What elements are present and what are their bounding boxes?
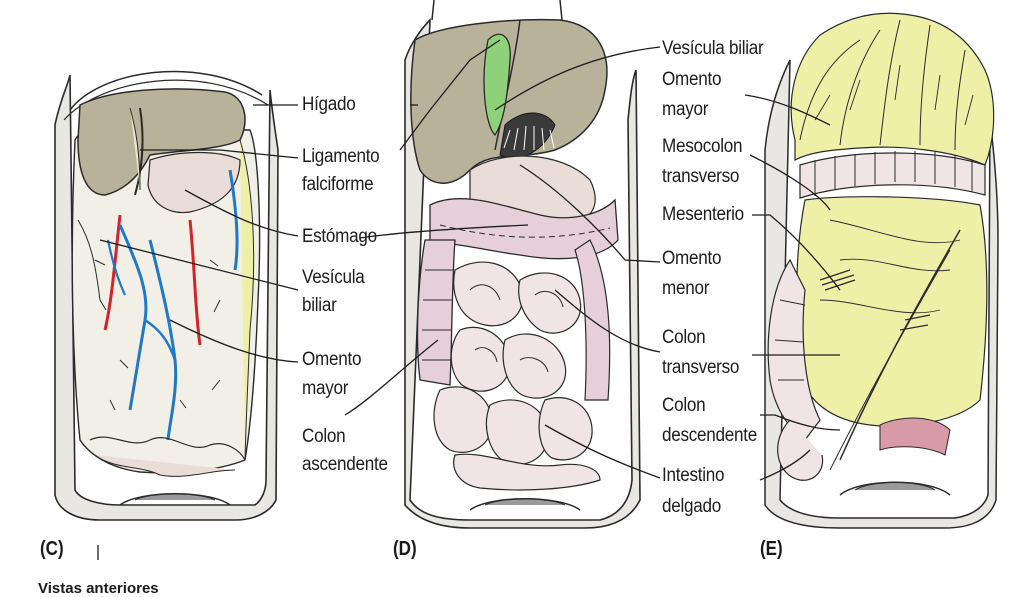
label-biliar: biliar [302, 295, 337, 316]
label-descendente: descendente [662, 425, 757, 446]
panel-d-drawing [404, 0, 641, 529]
label-colon-descendente: Colon [662, 395, 706, 416]
label-omento-c: Omento [302, 349, 362, 370]
label-mayor-e: mayor [662, 99, 709, 120]
label-menor: menor [662, 278, 710, 299]
panel-e-drawing [764, 12, 999, 529]
label-estomago: Estómago [302, 226, 377, 247]
panel-letter-e: (E) [760, 538, 783, 560]
label-mesenterio: Mesenterio [662, 204, 744, 225]
label-colon-c: Colon [302, 426, 346, 447]
label-delgado: delgado [662, 496, 721, 517]
panel-c-drawing [54, 70, 279, 521]
label-transverso-meso: transverso [662, 166, 740, 187]
label-transverso: transverso [662, 357, 740, 378]
panel-c-leader-lines [97, 104, 299, 560]
label-colon-transverso: Colon [662, 327, 706, 348]
panel-d-leader-lines [344, 39, 661, 479]
panel-letter-c: (C) [40, 538, 64, 560]
label-mesocolon: Mesocolon [662, 136, 743, 157]
label-higado: Hígado [302, 94, 356, 115]
label-ascendente: ascendente [302, 454, 388, 475]
label-vesicula: Vesícula [302, 267, 365, 288]
label-mayor-c: mayor [302, 378, 349, 399]
label-vesicula-biliar: Vesícula biliar [662, 38, 764, 59]
label-omento-e: Omento [662, 69, 722, 90]
label-intestino: Intestino [662, 465, 725, 486]
panel-e-leader-lines [744, 94, 841, 481]
label-omento-menor: Omento [662, 248, 722, 269]
caption: Vistas anteriores [38, 580, 159, 597]
label-ligamento: Ligamento [302, 146, 380, 167]
label-falciforme: falciforme [302, 174, 374, 195]
panel-letter-d: (D) [393, 538, 417, 560]
